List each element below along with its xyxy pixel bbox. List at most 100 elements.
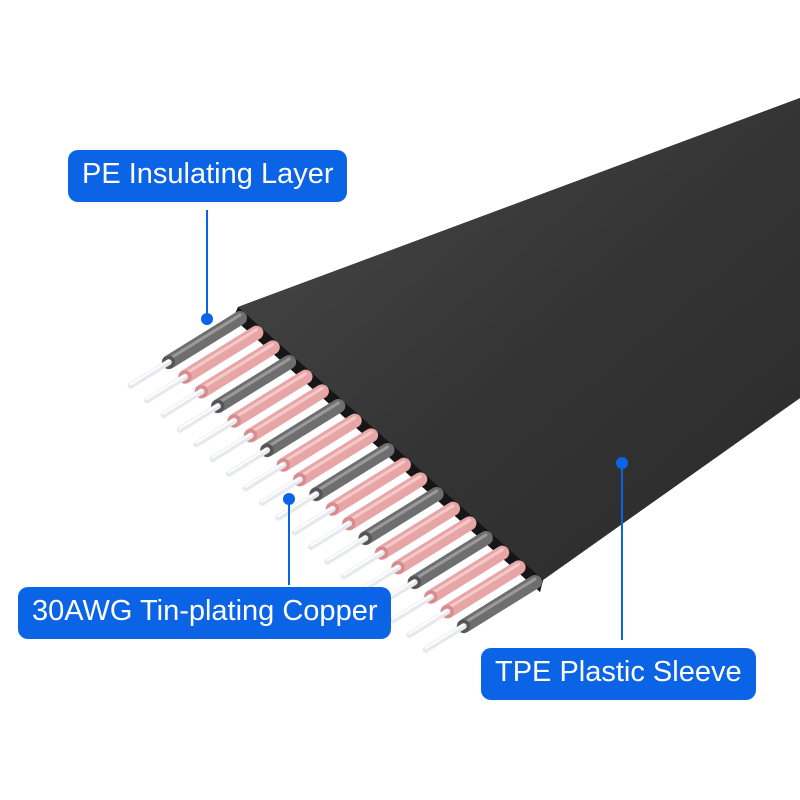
wire-conductor [324, 535, 369, 565]
wire-conductor [144, 373, 189, 404]
wire-insulation [358, 487, 444, 546]
wire-conductor [406, 608, 451, 639]
wire-insulation [260, 399, 346, 458]
wire-grey [275, 443, 395, 521]
wire-conductor [160, 388, 205, 419]
wire-insulation-highlight [396, 518, 471, 567]
wire-conductor [275, 491, 320, 521]
wire-conductor-highlight [260, 477, 301, 503]
wire-insulation [161, 311, 247, 370]
wire-insulation [456, 575, 542, 634]
wire-insulation-highlight [183, 328, 258, 376]
wire-conductor [291, 505, 336, 536]
wire-pink [308, 472, 428, 551]
wire-grey [127, 311, 247, 389]
tpe-leader-dot [616, 457, 628, 469]
wire-insulation-highlight [445, 562, 521, 611]
wire-conductor [209, 432, 254, 463]
tpe-sleeve-label: TPE Plastic Sleeve [481, 648, 756, 700]
wire-insulation-highlight [429, 548, 504, 596]
wire-insulation-highlight [281, 416, 357, 464]
wire-insulation-highlight [249, 386, 324, 435]
wire-conductor [193, 417, 238, 448]
wire-pink [340, 501, 461, 580]
wire-conductor [389, 593, 434, 624]
wire-insulation-highlight [331, 460, 406, 508]
wire-insulation [440, 560, 526, 619]
wire-conductor [308, 520, 353, 551]
wire-conductor-highlight [408, 609, 449, 635]
wire-conductor [226, 447, 271, 477]
wire-conductor-highlight [359, 565, 400, 591]
wire-insulation [210, 355, 297, 414]
wire-insulation-highlight [265, 401, 340, 449]
wire-pink [209, 384, 329, 463]
wire-insulation-highlight [347, 474, 422, 523]
wire-insulation [243, 384, 329, 443]
wire-conductor-highlight [244, 462, 285, 488]
wire-pink [406, 560, 526, 639]
wire-insulation-highlight [216, 357, 291, 405]
wire-conductor [127, 359, 172, 389]
wire-conductor-highlight [277, 491, 318, 518]
wire-insulation [407, 531, 493, 590]
wire-group [127, 311, 542, 653]
wire-conductor-highlight [162, 389, 203, 415]
wire-pink [291, 457, 411, 536]
wire-insulation [309, 443, 395, 502]
wire-insulation [423, 545, 510, 604]
wire-pink [193, 369, 313, 448]
pe-leader-dot [201, 313, 213, 325]
wire-insulation [178, 325, 264, 384]
wire-insulation [276, 413, 362, 472]
wire-conductor-highlight [129, 359, 170, 386]
wire-grey [226, 399, 346, 477]
pe-insulating-layer-label: PE Insulating Layer [68, 150, 348, 202]
sleeve-top [238, 98, 800, 580]
wire-insulation-highlight [462, 577, 537, 625]
wire-conductor [340, 549, 385, 580]
wire-conductor-highlight [391, 594, 432, 620]
wire-grey [422, 575, 542, 653]
wire-conductor [176, 403, 221, 433]
wire-insulation [227, 369, 313, 428]
wire-conductor-highlight [228, 447, 269, 474]
wire-conductor-highlight [211, 433, 252, 459]
wire-conductor [242, 461, 287, 492]
wire-grey [176, 355, 297, 433]
wire-insulation-highlight [413, 533, 488, 581]
wire-conductor [258, 476, 303, 507]
wire-insulation [374, 501, 461, 560]
wire-conductor-highlight [146, 374, 187, 400]
wire-insulation [391, 516, 477, 575]
wire-conductor-highlight [326, 535, 367, 562]
wire-insulation [292, 428, 379, 487]
wire-insulation-highlight [380, 504, 455, 552]
wire-pink [258, 428, 379, 507]
wire-conductor-highlight [310, 521, 351, 547]
wire-conductor-highlight [424, 623, 465, 650]
wire-conductor-highlight [342, 550, 383, 576]
wire-conductor-highlight [293, 506, 334, 532]
wire-insulation-highlight [298, 430, 373, 479]
conductor-label: 30AWG Tin-plating Copper [18, 587, 392, 639]
wire-pink [242, 413, 362, 492]
wire-insulation-highlight [200, 342, 275, 391]
wire-insulation-highlight [314, 445, 389, 493]
wire-conductor-highlight [195, 418, 236, 444]
wire-pink [144, 325, 264, 404]
wire-insulation-highlight [232, 372, 308, 420]
wire-insulation-highlight [167, 313, 242, 361]
wire-insulation [342, 472, 428, 531]
wire-pink [389, 545, 510, 624]
wire-insulation-highlight [363, 489, 439, 537]
wire-insulation [325, 457, 411, 516]
awg-leader-dot [283, 493, 295, 505]
wire-grey [324, 487, 444, 565]
wire-conductor [422, 623, 467, 653]
wire-pink [160, 340, 280, 419]
wire-insulation [194, 340, 280, 399]
wire-conductor-highlight [178, 403, 219, 430]
